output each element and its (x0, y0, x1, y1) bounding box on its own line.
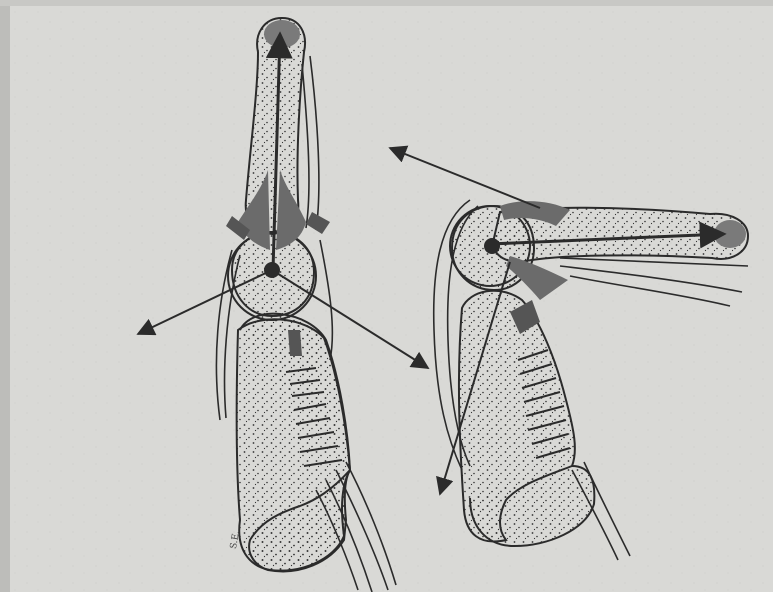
force-origin-point (264, 262, 280, 278)
flexed-force-origin-point (484, 238, 500, 254)
page-edge-shadow-top (0, 0, 773, 6)
page-edge-shadow-left (0, 0, 10, 592)
metacarpal-tendon-band (288, 330, 302, 356)
phalanx-tip-cap (264, 20, 300, 48)
